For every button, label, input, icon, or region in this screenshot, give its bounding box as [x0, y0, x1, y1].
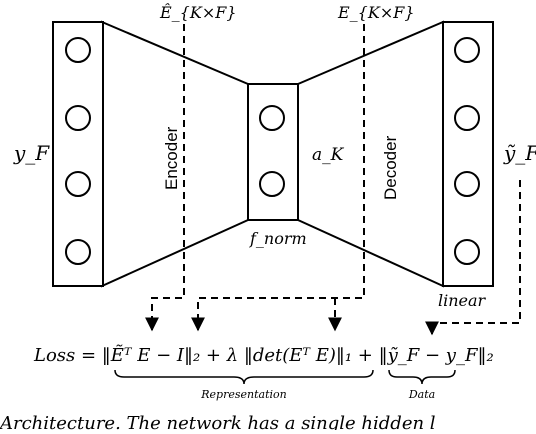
input-node	[65, 171, 91, 197]
representation-label: Representation	[200, 388, 286, 401]
bottleneck-layer	[247, 83, 299, 221]
latent-node	[259, 171, 285, 197]
encoder-label: Encoder	[162, 126, 181, 190]
output-connector	[425, 180, 521, 336]
input-node	[65, 105, 91, 131]
input-node	[65, 37, 91, 63]
e-connector-left	[191, 24, 365, 332]
input-node	[65, 239, 91, 265]
linear-label: linear	[438, 291, 487, 310]
e-hat-label: Ê_{K×F}	[159, 2, 237, 22]
caption-fragment: Architecture. The network has a single h…	[0, 413, 436, 430]
output-node	[454, 37, 480, 63]
output-label: ỹ_F	[503, 141, 536, 165]
output-layer	[442, 21, 494, 287]
latent-node	[259, 105, 285, 131]
representation-brace	[114, 369, 374, 385]
input-layer	[52, 21, 104, 287]
output-node	[454, 239, 480, 265]
loss-formula: Loss = ‖Ẽᵀ E − I‖₂ + λ ‖det(Eᵀ E)‖₁ + ‖ỹ…	[33, 344, 494, 366]
data-label: Data	[408, 388, 435, 401]
e-hat-connector	[145, 24, 185, 332]
e-label: E_{K×F}	[337, 3, 415, 22]
decoder-label: Decoder	[381, 135, 400, 200]
output-node	[454, 105, 480, 131]
latent-label: a_K	[312, 145, 345, 165]
input-label: y_F	[13, 141, 50, 165]
data-brace	[388, 369, 456, 385]
output-node	[454, 171, 480, 197]
norm-label: f_norm	[249, 229, 307, 248]
